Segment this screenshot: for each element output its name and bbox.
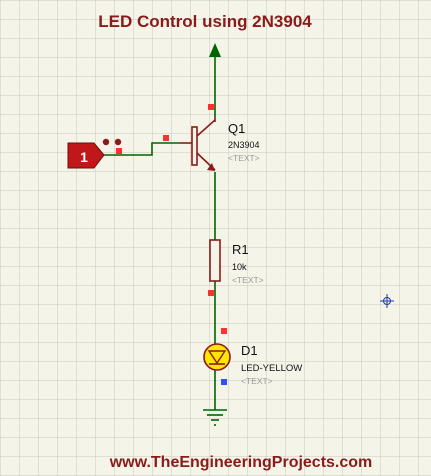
d1-ref: D1 — [241, 343, 258, 358]
pin-markers — [116, 104, 227, 385]
led-d1[interactable]: D1 LED-YELLOW <TEXT> — [203, 343, 302, 386]
d1-text: <TEXT> — [241, 376, 273, 386]
crosshair-cursor-icon — [380, 294, 394, 308]
input-terminal-label: 1 — [80, 149, 88, 165]
logic-probe-icon — [102, 138, 122, 146]
q1-text: <TEXT> — [228, 153, 260, 163]
transistor-q1[interactable]: Q1 2N3904 <TEXT> — [180, 118, 260, 171]
pin-marker-led-anode — [221, 328, 227, 334]
pin-marker-input — [116, 148, 122, 154]
wire-input-base — [104, 142, 180, 156]
footer-url[interactable]: www.TheEngineeringProjects.com — [109, 454, 373, 471]
wires — [104, 55, 216, 410]
r1-ref: R1 — [232, 242, 249, 257]
input-terminal[interactable]: 1 — [67, 142, 105, 169]
q1-value: 2N3904 — [228, 140, 260, 150]
ground-icon[interactable] — [203, 409, 227, 426]
pin-marker-base — [163, 135, 169, 141]
power-arrow-icon[interactable] — [209, 43, 221, 57]
resistor-r1[interactable]: R1 10k <TEXT> — [209, 239, 264, 285]
r1-value: 10k — [232, 262, 247, 272]
r1-text: <TEXT> — [232, 275, 264, 285]
pin-marker-r1-bottom — [208, 290, 214, 296]
pin-marker-led-cathode — [221, 379, 227, 385]
q1-ref: Q1 — [228, 121, 245, 136]
pin-marker-collector — [208, 104, 214, 110]
d1-value: LED-YELLOW — [241, 363, 302, 374]
diagram-title: LED Control using 2N3904 — [98, 12, 312, 31]
